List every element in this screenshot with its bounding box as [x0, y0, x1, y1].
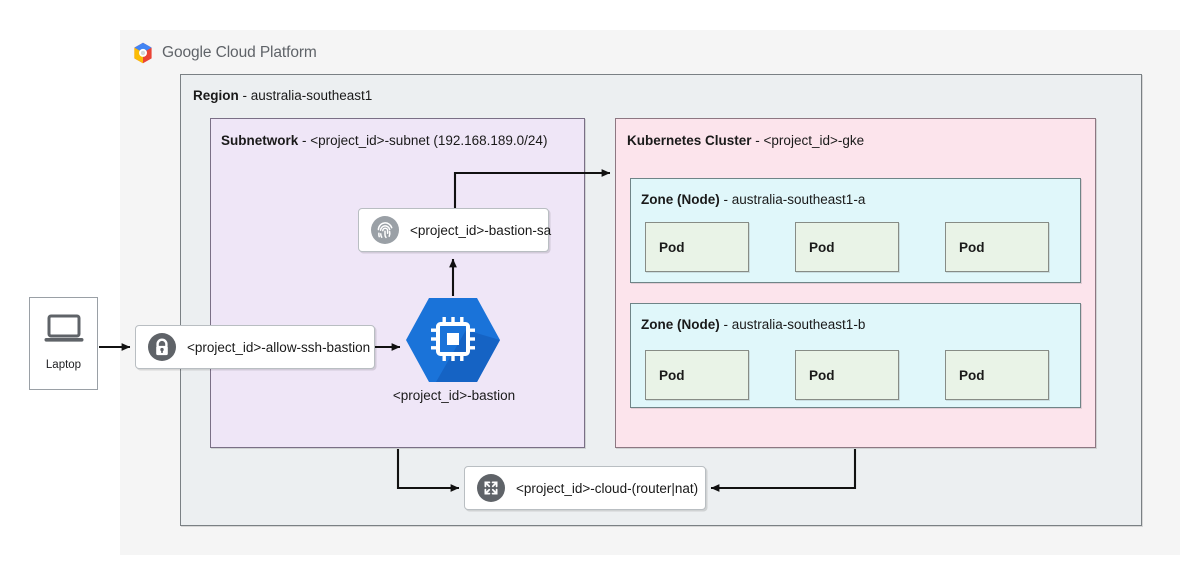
service-account-label: <project_id>-bastion-sa [410, 222, 552, 238]
zone-a-label-bold: Zone (Node) [641, 192, 720, 207]
zone-b-label-value: - australia-southeast1-b [719, 317, 866, 332]
region-label-bold: Region [193, 88, 239, 103]
google-cloud-platform-logo-icon [134, 42, 152, 64]
pod-label: Pod [809, 239, 835, 255]
zone-b-label: Zone (Node) - australia-southeast1-b [641, 317, 865, 332]
cloud-router-nat-label: <project_id>-cloud-(router|nat) [516, 480, 699, 496]
subnetwork-label-value: - <project_id>-subnet (192.168.189.0/24) [298, 133, 548, 148]
pod-label: Pod [659, 239, 685, 255]
fingerprint-icon [371, 216, 399, 244]
pod-b-2[interactable]: Pod [795, 350, 899, 400]
zone-b-label-bold: Zone (Node) [641, 317, 720, 332]
pod-label: Pod [959, 367, 985, 383]
gcp-wordmark-google: Google [162, 44, 212, 61]
pod-b-3[interactable]: Pod [945, 350, 1049, 400]
lock-icon [148, 333, 176, 361]
pod-b-1[interactable]: Pod [645, 350, 749, 400]
region-label-value: - australia-southeast1 [238, 88, 373, 103]
laptop-node[interactable]: Laptop [29, 297, 98, 390]
firewall-rule-node[interactable]: <project_id>-allow-ssh-bastion [135, 325, 375, 369]
subnetwork-label: Subnetwork - <project_id>-subnet (192.16… [221, 133, 547, 148]
region-label: Region - australia-southeast1 [193, 88, 372, 103]
pod-a-1[interactable]: Pod [645, 222, 749, 272]
cloud-router-nat-node[interactable]: <project_id>-cloud-(router|nat) [464, 466, 706, 510]
firewall-rule-label: <project_id>-allow-ssh-bastion [187, 339, 371, 355]
subnetwork-label-bold: Subnetwork [221, 133, 299, 148]
kubernetes-cluster-label-bold: Kubernetes Cluster [627, 133, 752, 148]
gcp-wordmark: Google Cloud Platform [162, 44, 317, 62]
service-account-node[interactable]: <project_id>-bastion-sa [358, 208, 552, 252]
laptop-icon [44, 314, 83, 342]
bastion-vm-label: <project_id>-bastion [392, 388, 516, 403]
zone-a-label-value: - australia-southeast1-a [719, 192, 866, 207]
gcp-brand: Google Cloud Platform [131, 41, 331, 65]
gcp-wordmark-cloud-platform: Cloud Platform [215, 44, 317, 61]
router-nat-icon [477, 474, 505, 502]
pod-label: Pod [659, 367, 685, 383]
pod-a-3[interactable]: Pod [945, 222, 1049, 272]
laptop-label: Laptop [45, 359, 82, 371]
kubernetes-cluster-label: Kubernetes Cluster - <project_id>-gke [627, 133, 864, 148]
pod-label: Pod [809, 367, 835, 383]
pod-label: Pod [959, 239, 985, 255]
pod-a-2[interactable]: Pod [795, 222, 899, 272]
kubernetes-cluster-label-value: - <project_id>-gke [751, 133, 865, 148]
zone-a-label: Zone (Node) - australia-southeast1-a [641, 192, 865, 207]
bastion-vm-node[interactable] [405, 297, 501, 383]
